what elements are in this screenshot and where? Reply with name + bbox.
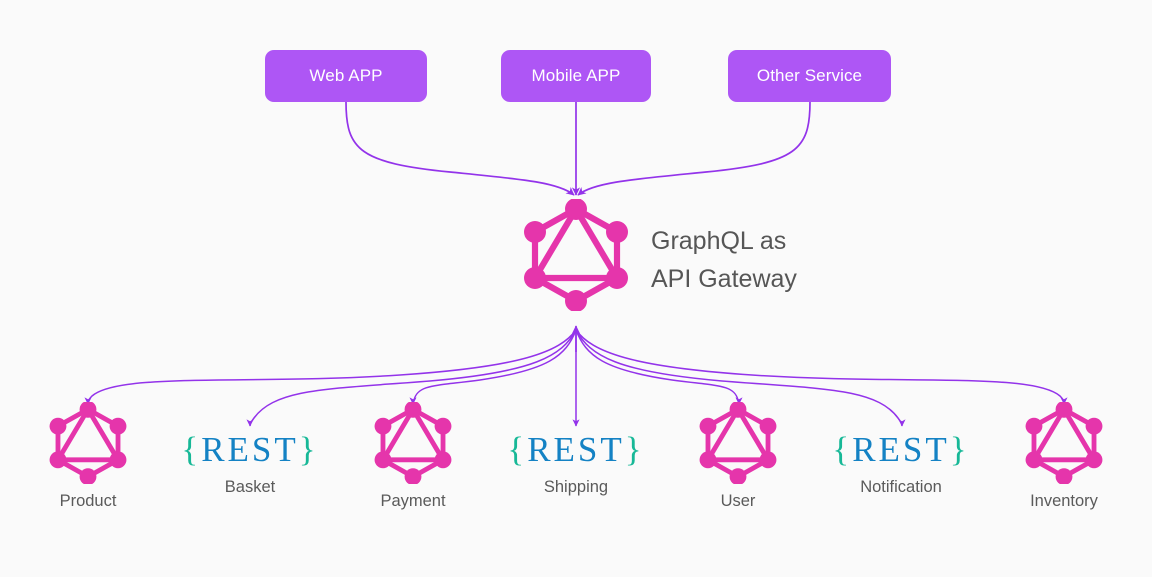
service-node-basket[interactable]: {REST} Basket xyxy=(170,428,330,497)
service-label: User xyxy=(720,492,756,510)
service-node-notification[interactable]: {REST} Notification xyxy=(821,428,981,497)
rest-close-brace: } xyxy=(949,430,970,469)
client-box-label: Other Service xyxy=(756,66,863,85)
rest-open-brace: { xyxy=(832,430,853,469)
rest-word: REST xyxy=(527,430,625,469)
edge-gateway-to-payment xyxy=(409,329,577,405)
edge-other-service-to-gateway xyxy=(577,101,811,196)
service-node-shipping[interactable]: {REST} Shipping xyxy=(496,428,656,497)
gateway-caption-line-2: API Gateway xyxy=(651,265,797,293)
rest-badge-icon: {REST} xyxy=(821,428,981,472)
rest-close-brace: } xyxy=(298,430,319,469)
service-label: Notification xyxy=(860,478,942,496)
gateway-caption: GraphQL as API Gateway xyxy=(651,222,881,298)
service-label: Payment xyxy=(380,492,446,510)
rest-open-brace: { xyxy=(507,430,528,469)
rest-word: REST xyxy=(852,430,950,469)
rest-badge-icon: {REST} xyxy=(170,428,330,472)
client-box-web-app[interactable]: Web APP xyxy=(265,50,427,102)
graphql-logo-icon xyxy=(1025,402,1103,484)
edge-gateway-to-user xyxy=(575,329,743,405)
edge-gateway-to-product xyxy=(84,329,577,405)
edge-web-app-to-gateway xyxy=(345,101,575,196)
client-box-label: Web APP xyxy=(309,66,383,85)
client-box-other-service[interactable]: Other Service xyxy=(728,50,891,102)
client-box-label: Mobile APP xyxy=(531,66,621,85)
service-label: Shipping xyxy=(543,478,609,496)
rest-open-brace: { xyxy=(181,430,202,469)
service-node-payment[interactable]: Payment xyxy=(333,402,493,511)
client-box-mobile-app[interactable]: Mobile APP xyxy=(501,50,651,102)
service-node-product[interactable]: Product xyxy=(8,402,168,511)
edge-gateway-to-inventory xyxy=(575,329,1068,405)
rest-close-brace: } xyxy=(624,430,645,469)
service-label: Product xyxy=(59,492,117,510)
service-node-user[interactable]: User xyxy=(658,402,818,511)
rest-word: REST xyxy=(201,430,299,469)
graphql-logo-icon xyxy=(699,402,777,484)
rest-badge-icon: {REST} xyxy=(496,428,656,472)
graphql-logo-icon xyxy=(374,402,452,484)
gateway-caption-line-1: GraphQL as xyxy=(651,227,787,255)
service-label: Basket xyxy=(224,478,276,496)
graphql-logo-icon xyxy=(524,199,628,311)
service-label: Inventory xyxy=(1030,492,1098,510)
graphql-logo-icon xyxy=(49,402,127,484)
service-node-inventory[interactable]: Inventory xyxy=(984,402,1144,511)
